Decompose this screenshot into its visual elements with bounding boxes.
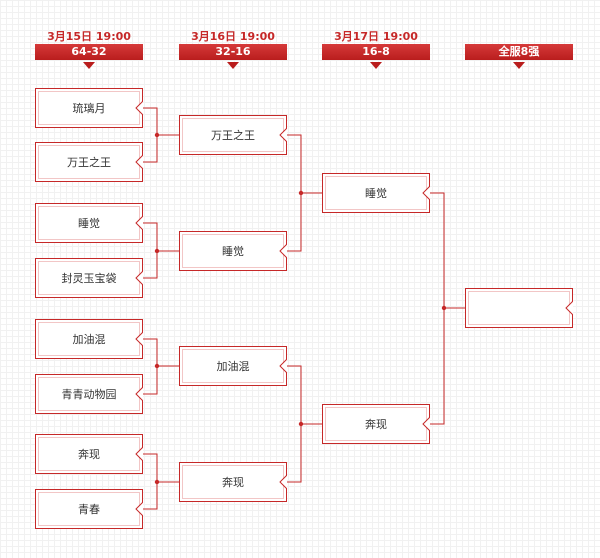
round-2-date: 3月16日 19:00 bbox=[191, 30, 275, 43]
slot-notch-icon bbox=[279, 128, 287, 142]
round-3-date: 3月17日 19:00 bbox=[334, 30, 418, 43]
round-4-date bbox=[465, 28, 573, 42]
team-name: 奔现 bbox=[222, 476, 244, 489]
slot-notch-icon bbox=[135, 502, 143, 516]
team-name: 睡觉 bbox=[222, 245, 244, 258]
slot-notch-icon bbox=[135, 271, 143, 285]
round-1-team-slot[interactable]: 封灵玉宝袋 bbox=[35, 258, 143, 298]
slot-notch-icon bbox=[135, 332, 143, 346]
slot-notch-icon bbox=[135, 101, 143, 115]
round-3-team-slot[interactable]: 睡觉 bbox=[322, 173, 430, 213]
round-4-label: 全服8强 bbox=[465, 44, 573, 69]
slot-notch-icon bbox=[135, 447, 143, 461]
round-2-team-slot[interactable]: 奔现 bbox=[179, 462, 287, 502]
round-1-team-slot[interactable]: 万王之王 bbox=[35, 142, 143, 182]
team-name: 加油混 bbox=[72, 333, 106, 346]
slot-notch-icon bbox=[135, 216, 143, 230]
round-2-label: 32-16 bbox=[179, 44, 287, 69]
team-name: 奔现 bbox=[78, 448, 100, 461]
slot-notch-icon bbox=[422, 186, 430, 200]
round-1-team-slot[interactable]: 青青动物园 bbox=[35, 374, 143, 414]
team-name: 琉璃月 bbox=[72, 102, 106, 115]
slot-notch-icon bbox=[135, 155, 143, 169]
slot-notch-icon bbox=[279, 359, 287, 373]
round-1-team-slot[interactable]: 奔现 bbox=[35, 434, 143, 474]
slot-notch-icon bbox=[422, 417, 430, 431]
team-name: 睡觉 bbox=[365, 187, 387, 200]
round-1-team-slot[interactable]: 青春 bbox=[35, 489, 143, 529]
team-name: 万王之王 bbox=[67, 156, 111, 169]
round-1-team-slot[interactable]: 睡觉 bbox=[35, 203, 143, 243]
round-2-team-slot[interactable]: 加油混 bbox=[179, 346, 287, 386]
round-2-team-slot[interactable]: 睡觉 bbox=[179, 231, 287, 271]
team-name: 睡觉 bbox=[78, 217, 100, 230]
round-1-team-slot[interactable]: 琉璃月 bbox=[35, 88, 143, 128]
team-name: 青春 bbox=[78, 503, 100, 516]
team-name: 青青动物园 bbox=[61, 388, 117, 401]
slot-notch-icon bbox=[279, 475, 287, 489]
team-name: 万王之王 bbox=[211, 129, 255, 142]
round-4-team-slot[interactable] bbox=[465, 288, 573, 328]
round-3-team-slot[interactable]: 奔现 bbox=[322, 404, 430, 444]
round-1-label: 64-32 bbox=[35, 44, 143, 69]
round-2-team-slot[interactable]: 万王之王 bbox=[179, 115, 287, 155]
round-1-team-slot[interactable]: 加油混 bbox=[35, 319, 143, 359]
slot-notch-icon bbox=[565, 301, 573, 315]
round-1-date: 3月15日 19:00 bbox=[47, 30, 131, 43]
slot-notch-icon bbox=[135, 387, 143, 401]
team-name: 加油混 bbox=[216, 360, 250, 373]
slot-notch-icon bbox=[279, 244, 287, 258]
round-3-label: 16-8 bbox=[322, 44, 430, 69]
team-name: 奔现 bbox=[365, 418, 387, 431]
team-name: 封灵玉宝袋 bbox=[61, 272, 117, 285]
